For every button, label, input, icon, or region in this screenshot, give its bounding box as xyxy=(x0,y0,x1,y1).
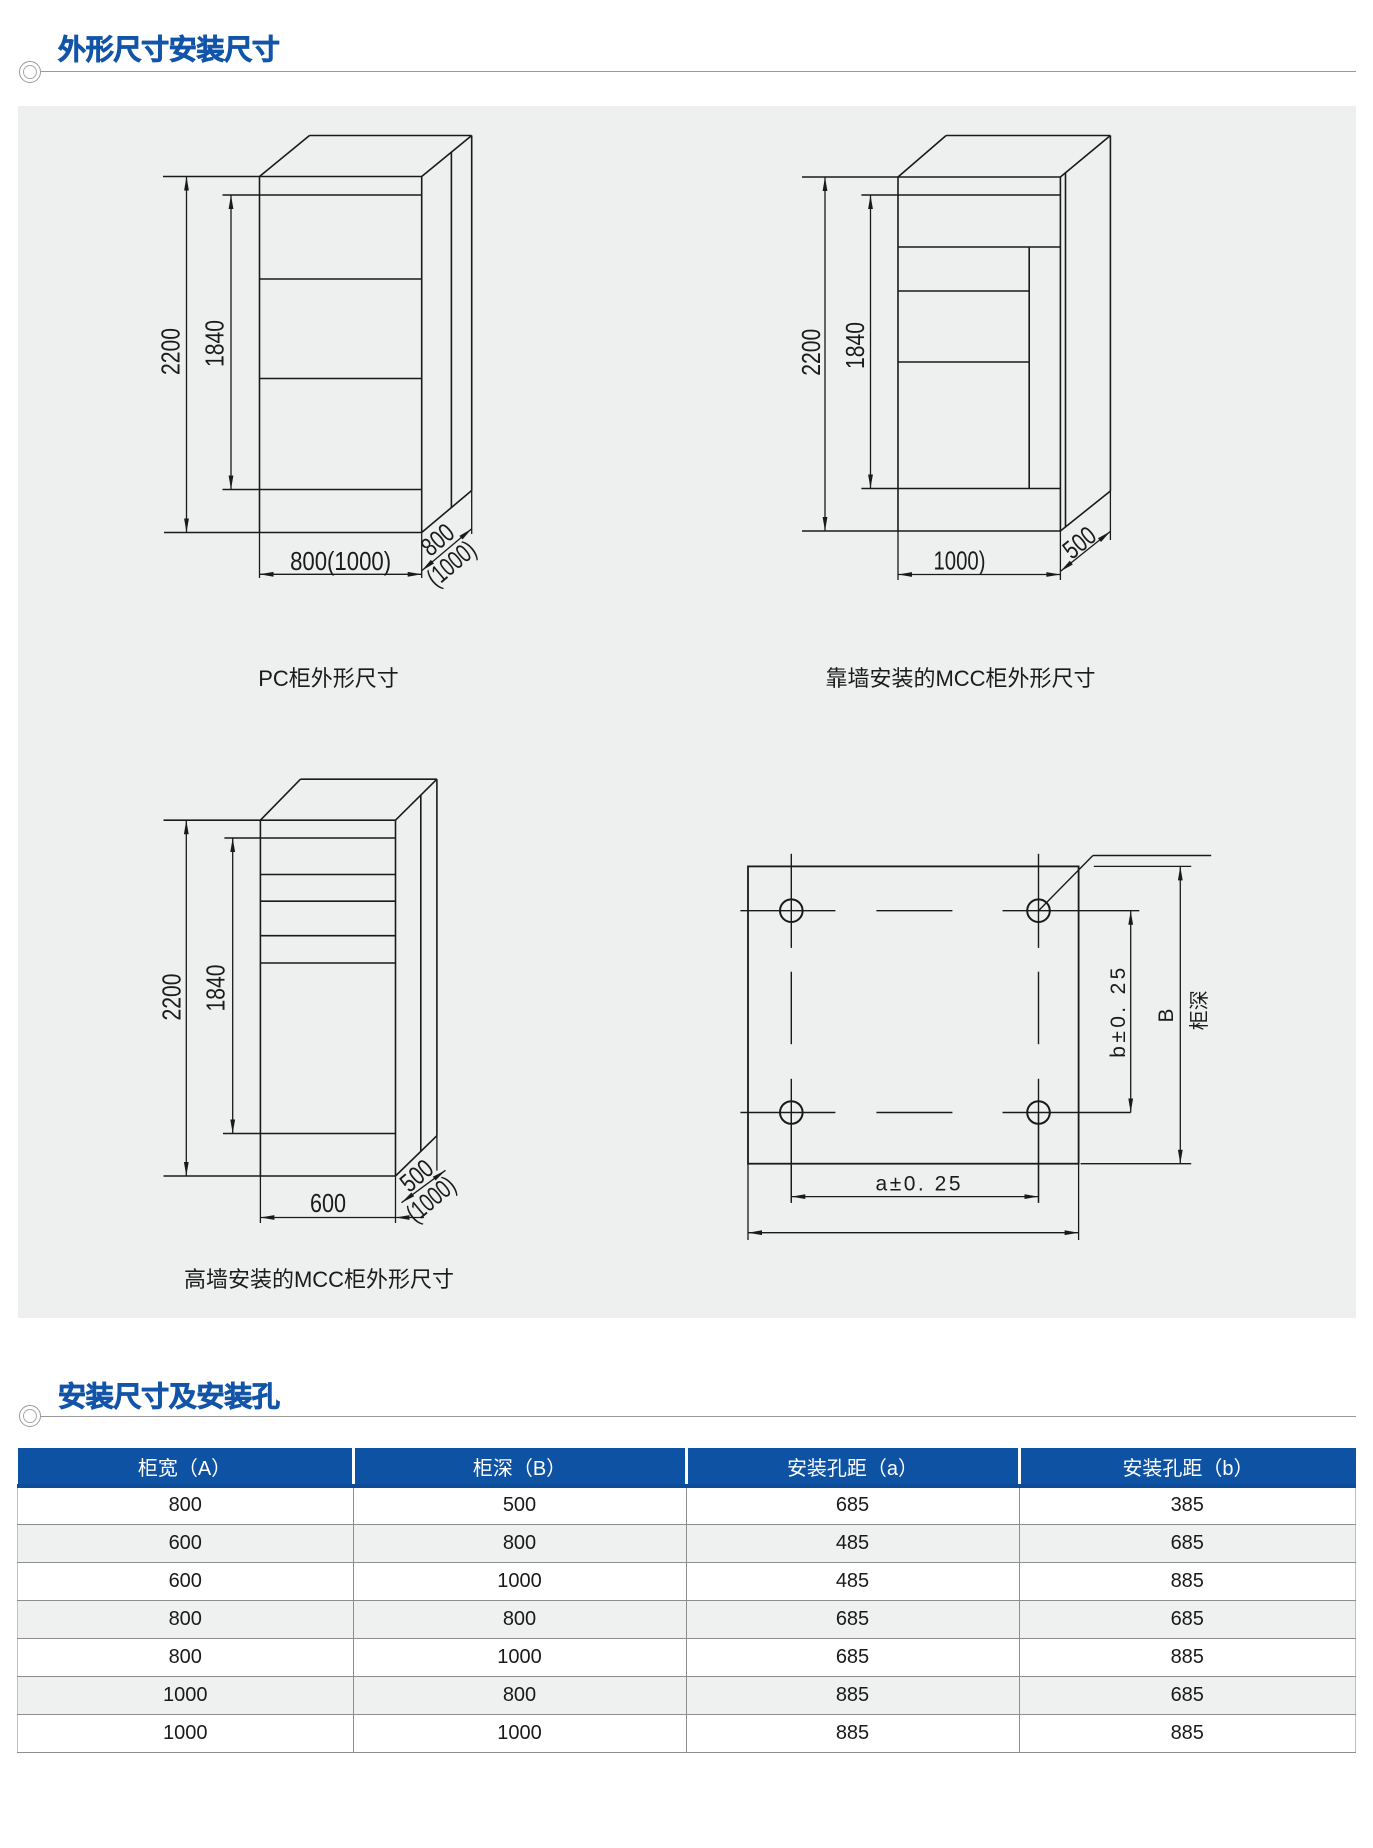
svg-text:B: B xyxy=(1155,1008,1178,1022)
svg-text:a±0. 25: a±0. 25 xyxy=(876,1173,961,1196)
svg-text:800(1000): 800(1000) xyxy=(290,546,391,576)
svg-text:2200: 2200 xyxy=(796,329,826,376)
svg-text:PC柜外形尺寸: PC柜外形尺寸 xyxy=(258,666,399,691)
svg-text:b±0. 25: b±0. 25 xyxy=(1107,968,1130,1058)
svg-text:600: 600 xyxy=(310,1188,346,1218)
svg-text:1840: 1840 xyxy=(200,320,230,367)
svg-text:1000): 1000) xyxy=(934,546,986,576)
svg-text:柜深: 柜深 xyxy=(1188,990,1211,1030)
svg-text:2200: 2200 xyxy=(156,328,186,375)
svg-text:2200: 2200 xyxy=(157,974,187,1021)
svg-text:靠墙安装的MCC柜外形尺寸: 靠墙安装的MCC柜外形尺寸 xyxy=(825,666,1095,691)
svg-text:高墙安装的MCC柜外形尺寸: 高墙安装的MCC柜外形尺寸 xyxy=(184,1267,454,1292)
svg-text:1840: 1840 xyxy=(201,965,231,1012)
svg-text:500: 500 xyxy=(1057,520,1102,565)
svg-text:1840: 1840 xyxy=(840,322,870,369)
